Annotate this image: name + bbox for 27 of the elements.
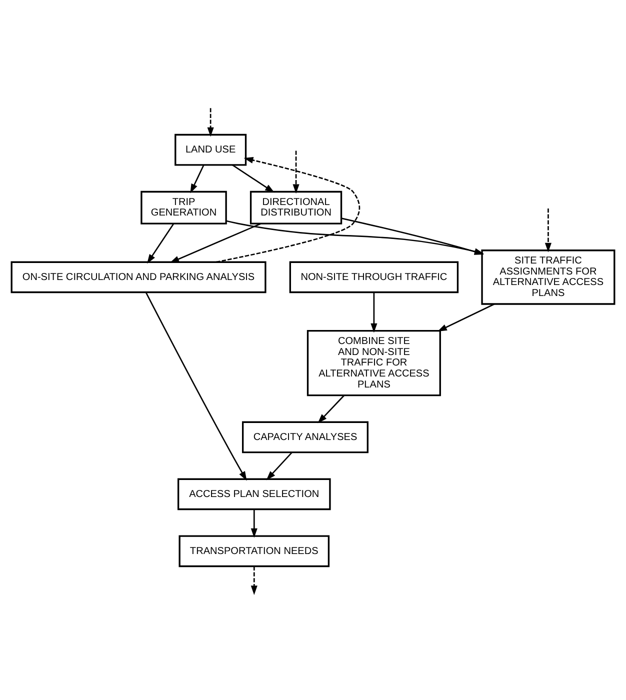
node-box: COMBINE SITE AND NON-SITE TRAFFIC FOR ALTERNATIVE ACCESS PLANS [306, 329, 441, 396]
arrow [437, 303, 495, 332]
node-box: TRIP GENERATION [140, 190, 227, 224]
node-box: SITE TRAFFIC ASSIGNMENTS FOR ALTERNATIVE ACCESS PLANS [481, 249, 616, 304]
node-box: DIRECTIONAL DISTRIBUTION [250, 190, 342, 224]
arrow [544, 208, 552, 252]
arrow [232, 164, 274, 192]
node-box: CAPACITY ANALYSES [242, 420, 368, 453]
arrow [226, 220, 484, 254]
arrow [170, 222, 261, 262]
arrow [190, 164, 204, 193]
arrow [145, 292, 247, 480]
arrow [147, 223, 174, 264]
arrow [266, 452, 292, 480]
arrow [292, 150, 300, 194]
arrow [370, 292, 378, 332]
arrow [250, 509, 258, 538]
node-box: LAND USE [174, 133, 247, 166]
node-box: ON-SITE CIRCULATION AND PARKING ANALYSIS [10, 260, 266, 293]
arrow [318, 394, 344, 423]
node-box: ACCESS PLAN SELECTION [177, 478, 331, 510]
arrow [341, 217, 484, 254]
node-box: TRANSPORTATION NEEDS [178, 534, 330, 567]
arrow [216, 156, 360, 262]
node-box: NON-SITE THROUGH TRAFFIC [289, 260, 459, 293]
arrow [250, 566, 258, 595]
arrow [207, 108, 214, 136]
